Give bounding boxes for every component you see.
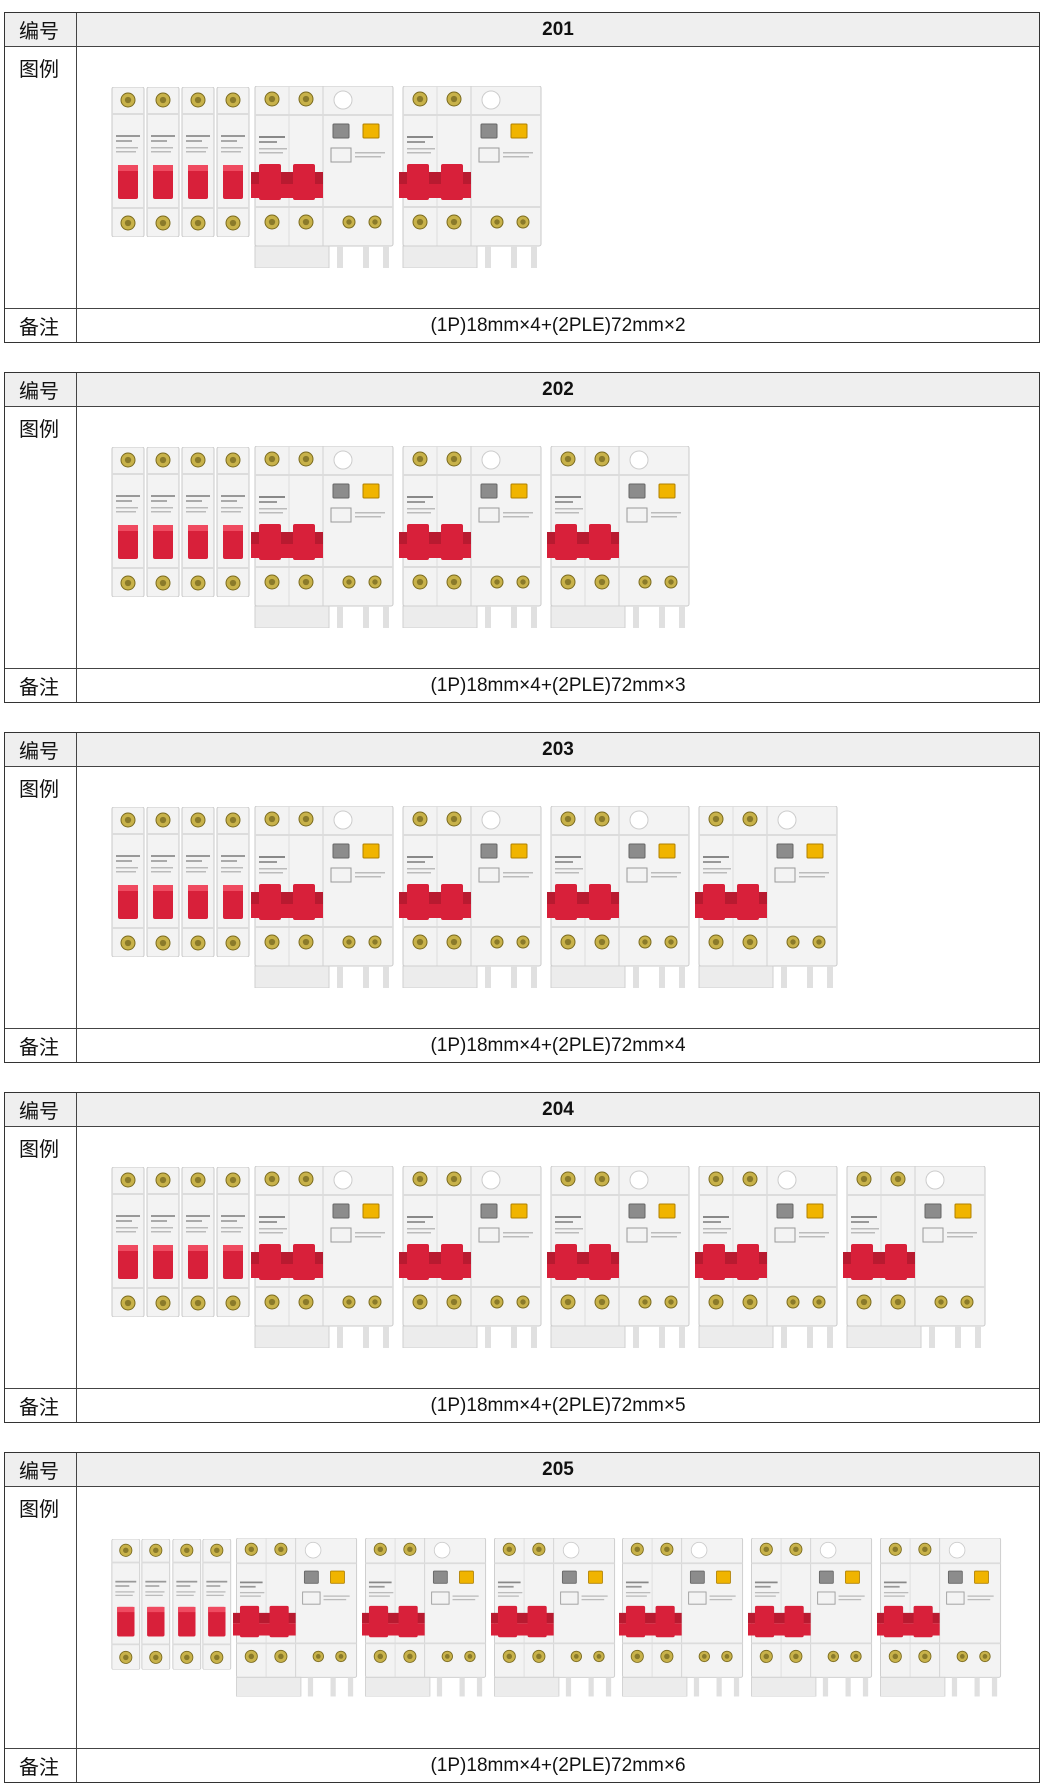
single-pole-breaker-image [146,1167,180,1317]
figure-label: 图例 [5,767,77,1028]
note-label: 备注 [5,669,77,702]
single-pole-breaker-image [216,87,250,237]
number-label: 编号 [5,373,77,406]
table-header-row: 编号 203 [5,733,1039,766]
note-text: (1P)18mm×4+(2PLE)72mm×6 [430,1754,686,1776]
rcbo-breaker-image [399,86,549,268]
note-text: (1P)18mm×4+(2PLE)72mm×4 [430,1034,686,1056]
rcbo-breaker-image [361,1537,493,1697]
figure-row: 图例 [5,46,1039,308]
note-text: (1P)18mm×4+(2PLE)72mm×5 [430,1394,686,1416]
figure-label: 图例 [5,1127,77,1388]
rcbo-breaker-image [619,1537,750,1697]
single-pole-breaker-image [216,1167,250,1317]
single-pole-breaker-image [146,447,180,597]
spec-table-205: 编号 205 图例 [4,1452,1040,1783]
spec-table-201: 编号 201 图例 [4,12,1040,343]
note-label: 备注 [5,1749,77,1782]
rcbo-breaker-image [251,1166,401,1348]
note-text: (1P)18mm×4+(2PLE)72mm×2 [430,314,686,336]
number-label: 编号 [5,13,77,46]
note-row: 备注 (1P)18mm×4+(2PLE)72mm×4 [5,1028,1039,1062]
single-pole-breaker-image [111,1167,145,1317]
table-id: 204 [542,1098,574,1120]
rcbo-breaker-image [547,1166,697,1348]
note-label: 备注 [5,1029,77,1062]
single-pole-breaker-image [146,87,180,237]
rcbo-breaker-image [399,1166,549,1348]
number-label: 编号 [5,733,77,766]
figure-label: 图例 [5,1487,77,1748]
rcbo-breaker-image [251,446,401,628]
spec-table-203: 编号 203 图例 [4,732,1040,1063]
rcbo-breaker-image [490,1537,622,1697]
single-pole-breaker-image [111,87,145,237]
table-id: 205 [542,1458,574,1480]
table-header-row: 编号 204 [5,1093,1039,1126]
note-row: 备注 (1P)18mm×4+(2PLE)72mm×6 [5,1748,1039,1782]
spec-table-204: 编号 204 图例 [4,1092,1040,1423]
number-label: 编号 [5,1093,77,1126]
figure-area [77,47,1039,308]
rcbo-breaker-image [695,806,845,988]
single-pole-breaker-image [146,807,180,957]
figure-area [77,1487,1039,1748]
rcbo-breaker-image [695,1166,845,1348]
single-pole-breaker-image [181,1167,215,1317]
note-row: 备注 (1P)18mm×4+(2PLE)72mm×2 [5,308,1039,342]
figure-area [77,407,1039,668]
note-row: 备注 (1P)18mm×4+(2PLE)72mm×3 [5,668,1039,702]
table-header-row: 编号 201 [5,13,1039,46]
single-pole-breaker-image [111,1538,141,1670]
note-label: 备注 [5,309,77,342]
note-label: 备注 [5,1389,77,1422]
figure-area [77,767,1039,1028]
table-header-row: 编号 202 [5,373,1039,406]
table-header-row: 编号 205 [5,1453,1039,1486]
figure-row: 图例 [5,406,1039,668]
single-pole-breaker-image [181,87,215,237]
note-text: (1P)18mm×4+(2PLE)72mm×3 [430,674,686,696]
single-pole-breaker-image [216,447,250,597]
rcbo-breaker-image [251,806,401,988]
single-pole-breaker-image [181,807,215,957]
figure-area [77,1127,1039,1388]
figure-label: 图例 [5,407,77,668]
rcbo-breaker-image [547,806,697,988]
figure-row: 图例 [5,766,1039,1028]
figure-row: 图例 [5,1126,1039,1388]
table-id: 201 [542,18,574,40]
rcbo-breaker-image [251,86,401,268]
single-pole-breaker-image [202,1538,232,1670]
single-pole-breaker-image [172,1538,202,1670]
table-id: 203 [542,738,574,760]
rcbo-breaker-image [399,446,549,628]
rcbo-breaker-image [547,446,697,628]
figure-label: 图例 [5,47,77,308]
rcbo-breaker-image [399,806,549,988]
single-pole-breaker-image [111,807,145,957]
single-pole-breaker-image [181,447,215,597]
single-pole-breaker-image [111,447,145,597]
rcbo-breaker-image [877,1537,1008,1697]
single-pole-breaker-image [216,807,250,957]
rcbo-breaker-image [232,1537,364,1697]
figure-row: 图例 [5,1486,1039,1748]
rcbo-breaker-image [843,1166,993,1348]
table-id: 202 [542,378,574,400]
note-row: 备注 (1P)18mm×4+(2PLE)72mm×5 [5,1388,1039,1422]
single-pole-breaker-image [141,1538,171,1670]
spec-table-202: 编号 202 图例 [4,372,1040,703]
number-label: 编号 [5,1453,77,1486]
rcbo-breaker-image [748,1537,879,1697]
